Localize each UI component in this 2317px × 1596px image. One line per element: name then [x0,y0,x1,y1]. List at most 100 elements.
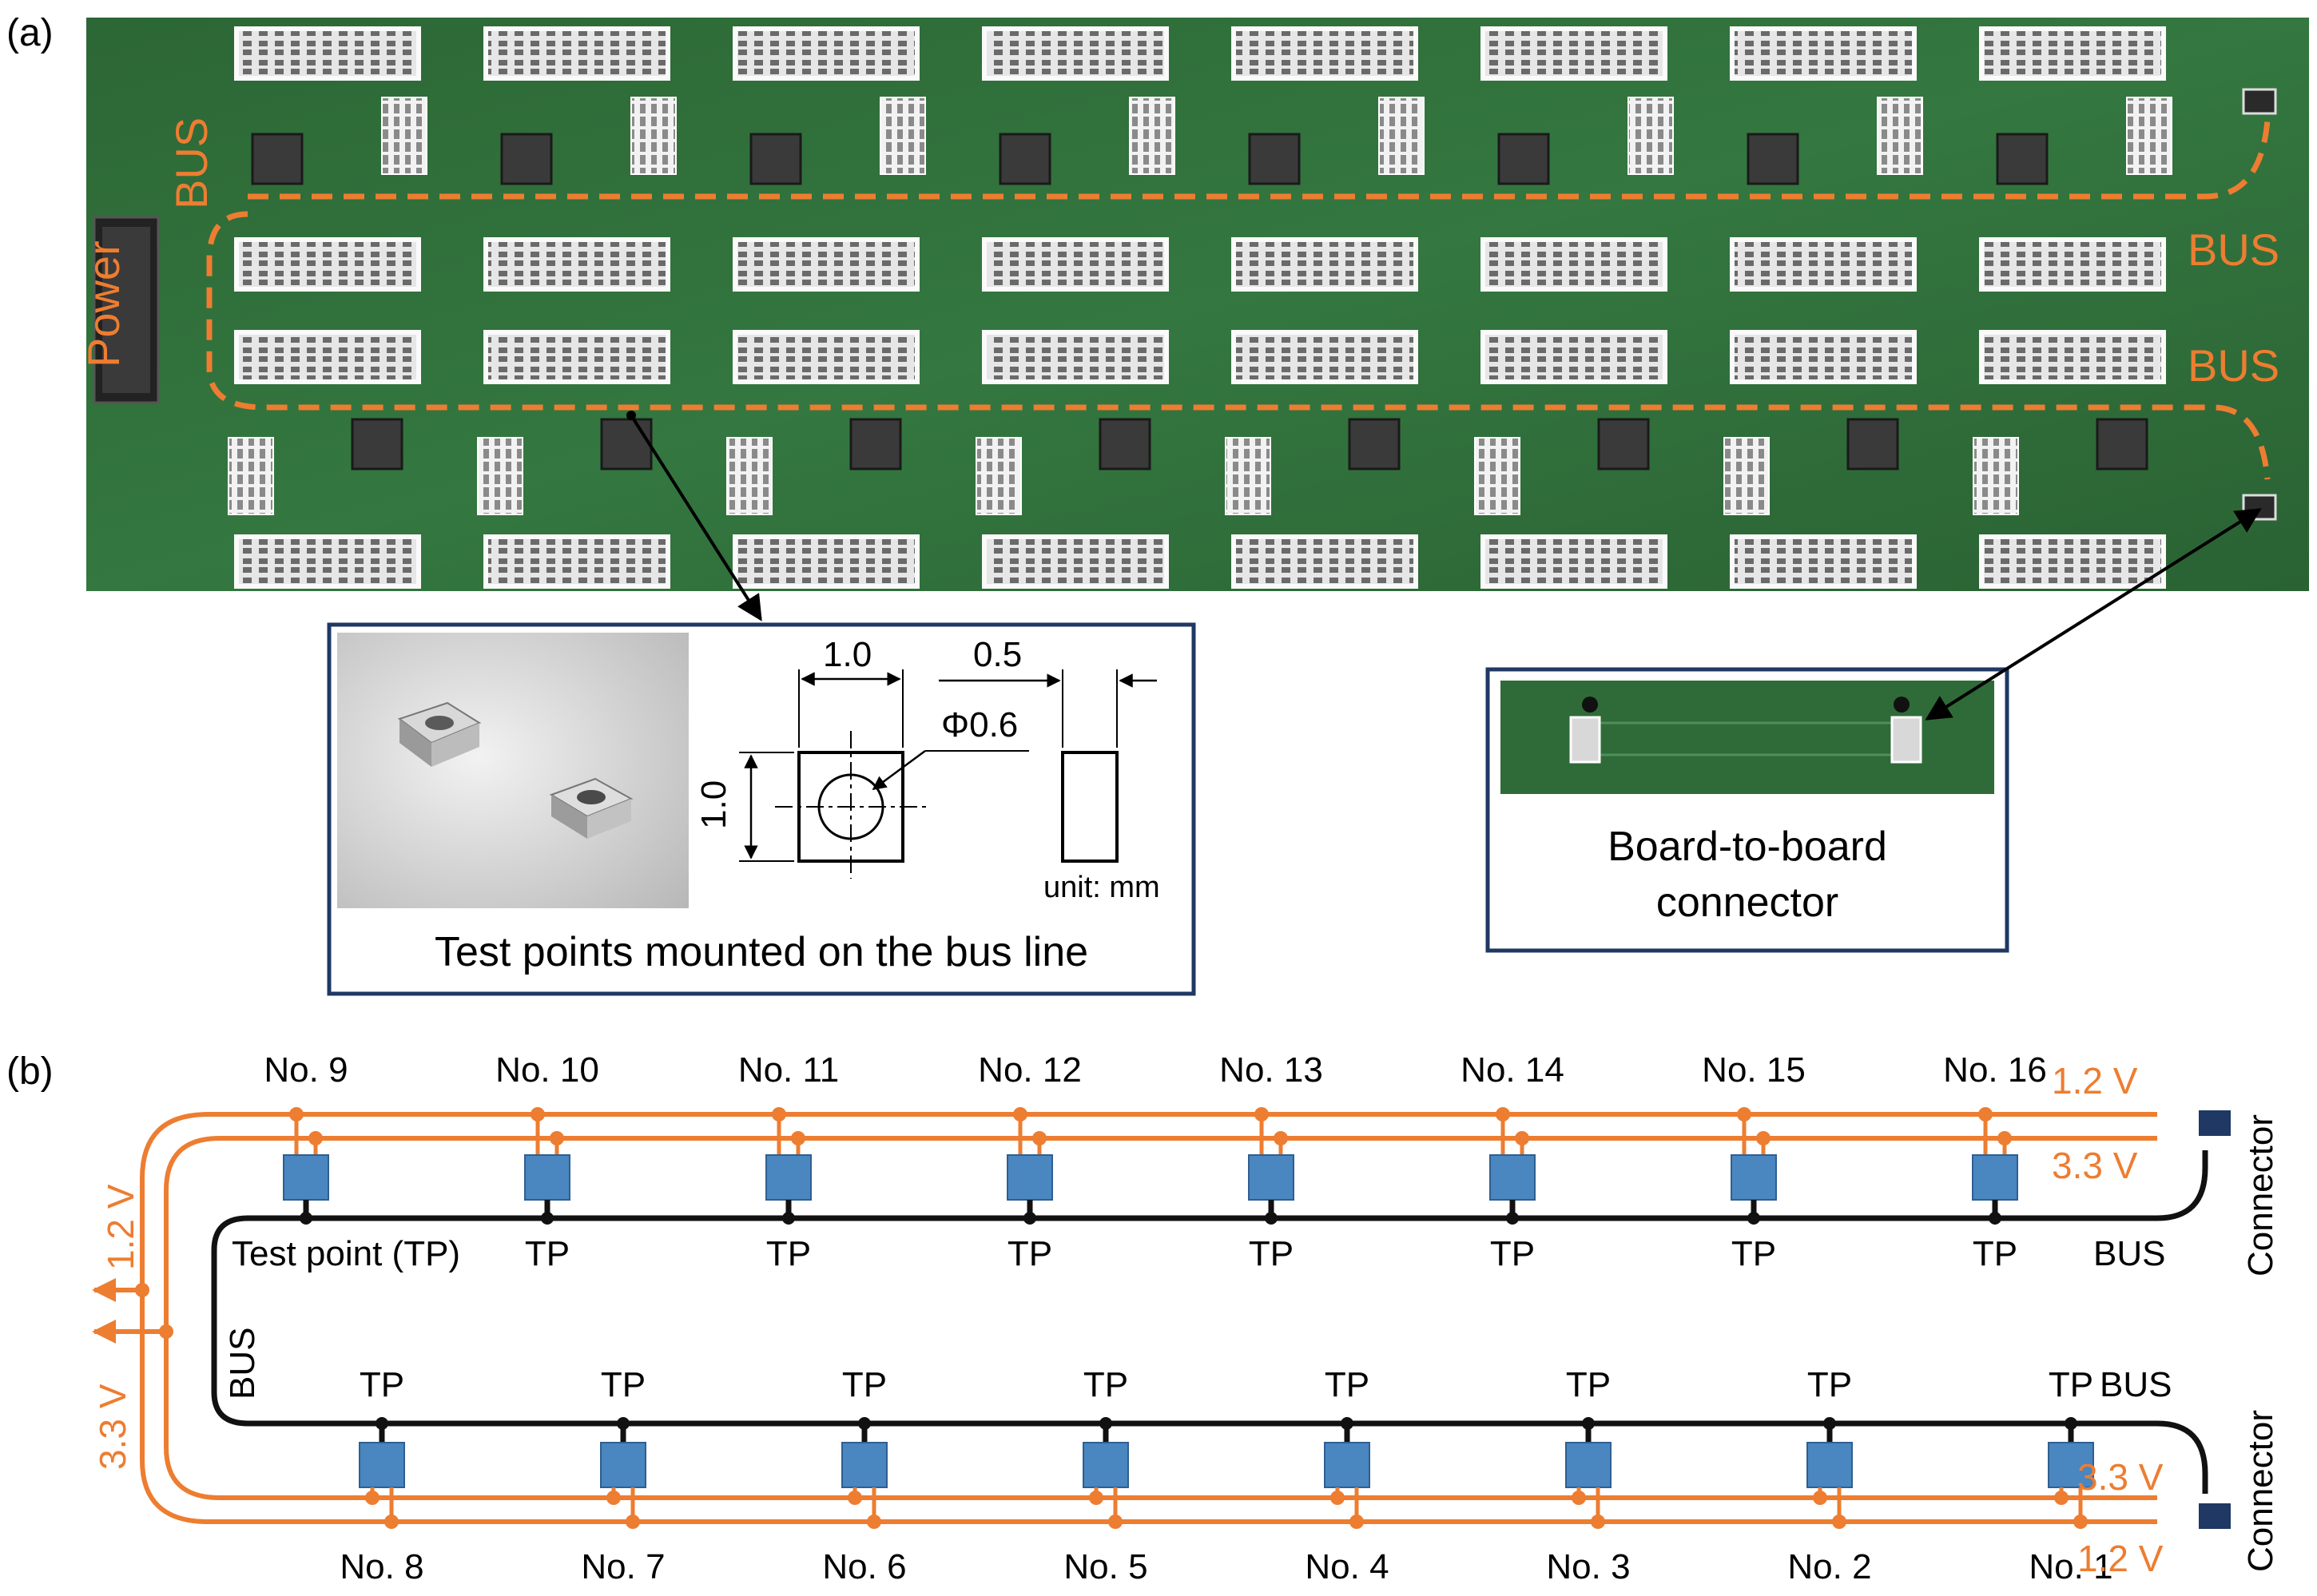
test-point-label-top: TP [524,1234,570,1273]
rail-1v2 [140,1112,2157,1524]
pcb-header-connector [1480,26,1667,81]
node-label-top: No. 16 [1943,1050,2047,1090]
testpoint-photo [337,633,689,908]
pcb-header-connector [1480,237,1667,292]
node-box [765,1154,812,1201]
pcb-header-connector [1480,330,1667,384]
node-box [1489,1154,1536,1201]
rail-junction [1032,1131,1047,1145]
test-point-label-top: TP [1248,1234,1294,1273]
rail-junction [1572,1491,1586,1505]
rail-junction [1737,1107,1751,1122]
node-box [1806,1442,1853,1488]
test-point-dot [1341,1417,1353,1430]
pcb-ic-chip [500,133,553,185]
voltage-label-3v3-left: 3.3 V [92,1384,133,1470]
rail-junction [1997,1131,2012,1145]
pcb-dip-switch [630,97,677,175]
testpoint-leader-arrow [630,414,762,621]
test-point-label-first: Test point (TP) [232,1234,461,1273]
panel-a-label: (a) [6,12,54,54]
test-point-label-bottom: TP [600,1365,646,1404]
pcb-header-connector [1231,534,1418,589]
node-box [359,1442,405,1488]
dim-height-label: 1.0 [694,780,733,829]
pcb-dip-switch [1723,437,1770,515]
node-box [524,1154,570,1201]
node-box [600,1442,646,1488]
test-point-dot [2065,1417,2077,1430]
pcb-dip-switch [1474,437,1520,515]
test-point-dot [617,1417,630,1430]
rail-junction [772,1107,786,1122]
pcb-header-connector [234,534,421,589]
pcb-header-connector [1730,26,1917,81]
dim-width-label: 1.0 [823,635,872,674]
rail-junction [1274,1131,1288,1145]
bus-dashed-line-top [206,211,2271,480]
pcb-header-connector [1979,26,2166,81]
pcb-header-connector [982,534,1169,589]
bus-label-right-lower: BUS [2100,1365,2172,1404]
pcb-dip-switch [880,97,926,175]
unit-label: unit: mm [1043,871,1160,904]
pcb-header-connector [733,330,920,384]
pcb-ic-chip [1497,133,1550,185]
connector-inset-caption-line1: Board-to-board [1608,824,1887,870]
node-box [1731,1154,1777,1201]
pcb-header-connector [234,26,421,81]
testpoint-inset [327,622,1196,996]
pcb-ic-chip [999,133,1051,185]
node-label-top: No. 9 [264,1050,348,1090]
testpoint-dimension-drawing [739,669,1157,879]
rail-junction [135,1283,149,1297]
node-box [283,1154,329,1201]
test-point-label-top: TP [765,1234,812,1273]
node-label-bottom: No. 5 [1063,1547,1148,1586]
test-point-dot [1823,1417,1836,1430]
bus-label-right-top: BUS [2188,224,2280,275]
pcb-ic-chip [1846,418,1899,470]
connector-socket-right [1890,716,1922,764]
node-label-bottom: No. 2 [1787,1547,1872,1586]
pcb-dip-switch [726,437,773,515]
test-point-dot [1099,1417,1112,1430]
panel-b-schematic [92,1107,2231,1529]
rail-junction [1349,1515,1364,1529]
test-point-dot [1023,1212,1036,1225]
pcb-dip-switch [976,437,1022,515]
bus-label-right-bottom: BUS [2188,340,2280,391]
pcb-header-connector [733,534,920,589]
rail-junction [1330,1491,1345,1505]
pcb-header-connector [733,26,920,81]
connector-inset-caption-line2: connector [1655,879,1839,926]
pcb-header-connector [733,237,920,292]
rail-junction [867,1515,881,1529]
voltage-label-1v2-top: 1.2 V [2052,1060,2138,1102]
test-point-label-bottom: TP [1806,1365,1853,1404]
voltage-label-1v2-left: 1.2 V [100,1184,141,1270]
pcb-header-connector [483,330,670,384]
node-label-top: No. 15 [1702,1050,1806,1090]
node-box [2048,1442,2094,1488]
pcb-dip-switch [2126,97,2172,175]
node-label-bottom: No. 8 [340,1547,424,1586]
node-box [1324,1442,1370,1488]
pcb-ic-chip [2096,418,2148,470]
node-label-bottom: No. 1 [2029,1547,2113,1586]
pcb-dip-switch [1877,97,1923,175]
rail-junction [159,1324,173,1339]
rail-junction [1515,1131,1529,1145]
pcb-header-connector [982,330,1169,384]
pcb-header-connector [234,237,421,292]
connector-inset [1485,667,2009,953]
rail-junction [1591,1515,1605,1529]
test-point-dot [541,1212,554,1225]
test-point-dot [300,1212,312,1225]
node-label-top: No. 14 [1461,1050,1564,1090]
test-point-label-bottom: TP [359,1365,405,1404]
rail-junction [626,1515,640,1529]
test-point-dot [782,1212,795,1225]
dim-hole-label: Φ0.6 [941,705,1019,744]
